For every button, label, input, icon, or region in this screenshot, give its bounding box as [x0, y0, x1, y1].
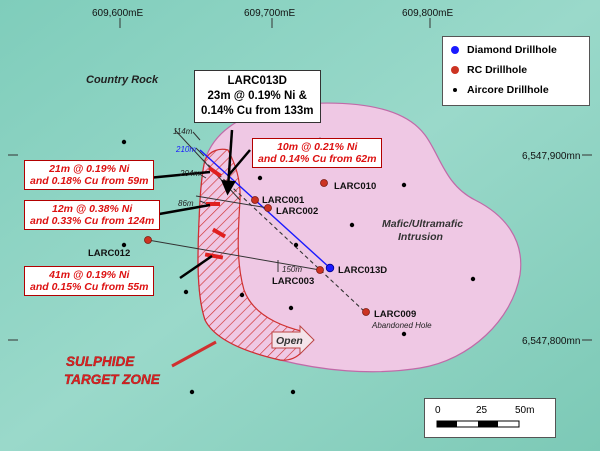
intrusion-label-2: Intrusion: [398, 231, 443, 243]
callout-larc013d: LARC013D 23m @ 0.19% Ni & 0.14% Cu from …: [194, 70, 321, 123]
callout-10m-line2: and 0.14% Cu from 62m: [258, 153, 377, 165]
intrusion-label-1: Mafic/Ultramafic: [382, 218, 463, 230]
callout-larc013d-line3: 0.14% Cu from 133m: [201, 105, 314, 117]
callout-12m-line2: and 0.33% Cu from 124m: [30, 215, 155, 227]
label-larc012: LARC012: [88, 248, 130, 259]
callout-21m-line2: and 0.18% Cu from 59m: [30, 175, 149, 187]
rc-drillhole-icon: [451, 66, 459, 74]
intercept-bars: [204, 166, 227, 260]
legend: Diamond Drillhole RC Drillhole Aircore D…: [442, 36, 590, 106]
grid-ticks: [8, 18, 592, 341]
callout-41m-line1: 41m @ 0.19% Ni: [49, 269, 130, 281]
legend-rc: RC Drillhole: [451, 63, 527, 77]
scale-bar: 0 25 50m: [424, 398, 556, 438]
callout-12m: 12m @ 0.38% Ni and 0.33% Cu from 124m: [24, 200, 161, 230]
callout-10m: 10m @ 0.21% Ni and 0.14% Cu from 62m: [252, 138, 383, 168]
legend-aircore: Aircore Drillhole: [451, 83, 549, 97]
legend-aircore-label: Aircore Drillhole: [467, 84, 549, 96]
label-larc013d: LARC013D: [338, 265, 387, 276]
scale-segment-3: [478, 421, 498, 427]
scale-tick-50: 50m: [515, 405, 534, 416]
larc002-trace: [195, 195, 269, 209]
depth-114m: 114m: [173, 127, 193, 136]
label-larc002: LARC002: [276, 206, 318, 217]
callout-21m: 21m @ 0.19% Ni and 0.18% Cu from 59m: [24, 160, 155, 190]
easting-609800: 609,800mE: [402, 8, 453, 19]
diamond-drillhole-icon: [451, 46, 459, 54]
callout-10m-line1: 10m @ 0.21% Ni: [277, 141, 358, 153]
scale-tick-0: 0: [435, 405, 441, 416]
open-arrow: [271, 324, 315, 356]
northing-6547900: 6,547,900mn: [522, 151, 580, 162]
legend-rc-label: RC Drillhole: [467, 64, 528, 76]
diamond-hole-larc013d: [325, 263, 335, 273]
label-larc001: LARC001: [262, 195, 305, 206]
label-larc010: LARC010: [334, 181, 376, 192]
callout-21m-line1: 21m @ 0.19% Ni: [49, 163, 130, 175]
depth-86m: 86m: [178, 199, 194, 208]
scale-bar-graphic: 0 25 50m: [435, 405, 534, 428]
legend-diamond-label: Diamond Drillhole: [467, 44, 557, 56]
country-rock-label: Country Rock: [86, 74, 159, 86]
callout-41m-line2: and 0.15% Cu from 55m: [30, 281, 149, 293]
rc-holes: [144, 179, 370, 316]
label-abandoned-hole: Abandoned Hole: [371, 321, 432, 330]
label-larc003: LARC003: [272, 276, 314, 287]
target-zone-label-1: SULPHIDE: [66, 354, 135, 369]
open-label: Open: [276, 335, 303, 347]
scale-tick-25: 25: [476, 405, 488, 416]
callout-41m: 41m @ 0.19% Ni and 0.15% Cu from 55m: [24, 266, 155, 296]
aircore-drillhole-icon: [453, 88, 457, 92]
target-zone-leader: [171, 340, 217, 368]
easting-609600: 609,600mE: [92, 8, 143, 19]
northing-6547800: 6,547,800mn: [522, 336, 580, 347]
scale-segment-1: [437, 421, 457, 427]
callout-12m-line1: 12m @ 0.38% Ni: [52, 203, 133, 215]
legend-diamond: Diamond Drillhole: [451, 43, 557, 57]
target-zone-label-2: TARGET ZONE: [64, 372, 161, 387]
larc012-trace: [147, 239, 321, 271]
easting-609700: 609,700mE: [244, 8, 295, 19]
label-larc009: LARC009: [374, 309, 416, 320]
depth-150m: 150m: [282, 265, 302, 274]
callout-larc013d-line1: LARC013D: [227, 75, 287, 87]
callout-larc013d-line2: 23m @ 0.19% Ni &: [207, 90, 307, 102]
depth-204m: 204m: [179, 169, 200, 178]
depth-210m: 210m: [175, 145, 196, 154]
